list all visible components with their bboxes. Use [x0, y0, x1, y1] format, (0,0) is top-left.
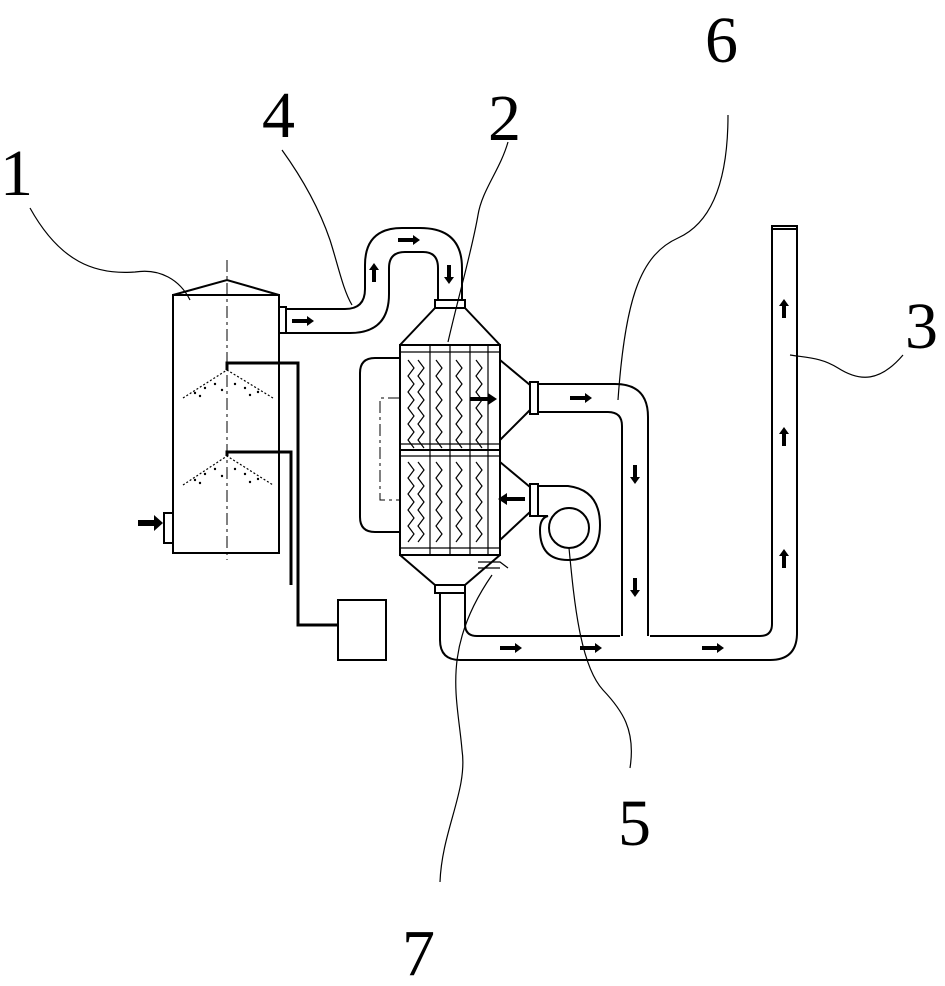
label-2: 2 — [488, 82, 521, 155]
label-6: 6 — [705, 4, 738, 77]
bottom-duct — [439, 225, 798, 661]
leader-4 — [281, 149, 353, 306]
scrubber-tower — [138, 260, 387, 661]
label-7: 7 — [402, 917, 435, 986]
leader-6 — [617, 114, 729, 401]
heat-exchanger — [359, 307, 539, 594]
label-5: 5 — [618, 787, 651, 860]
outlet-duct — [538, 383, 649, 636]
packing-layer-upper — [182, 369, 274, 399]
label-4: 4 — [262, 79, 295, 152]
leader-1 — [29, 207, 191, 301]
leader-7 — [439, 574, 493, 883]
inlet-duct — [278, 227, 466, 334]
leader-3 — [789, 354, 904, 378]
leader-lines — [29, 114, 904, 883]
circulation-pump — [337, 599, 387, 661]
leader-5 — [568, 547, 632, 769]
label-1: 1 — [0, 137, 33, 210]
leader-2 — [447, 141, 509, 343]
packing-layer-lower — [182, 455, 274, 486]
chimney — [771, 225, 798, 230]
label-3: 3 — [905, 290, 938, 363]
